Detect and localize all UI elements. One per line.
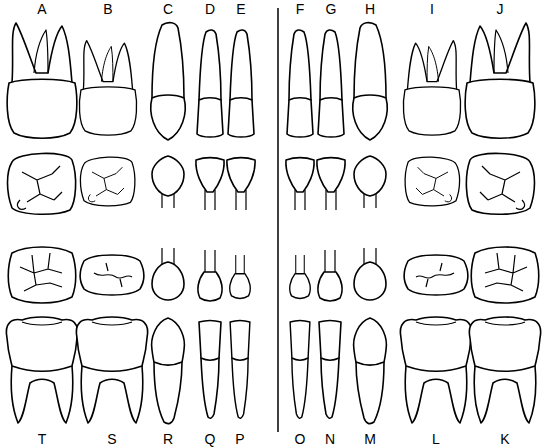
occlusal-h <box>354 156 386 208</box>
tooth-letter: A <box>37 2 46 16</box>
occlusal-b <box>80 157 134 206</box>
occlusal-a <box>8 153 76 214</box>
tooth-letter: M <box>364 432 376 446</box>
occlusal-f <box>286 158 314 210</box>
occlusal-k <box>471 247 539 303</box>
tooth-q <box>199 321 221 419</box>
occlusal-t <box>8 247 76 303</box>
tooth-letter: Q <box>205 432 216 446</box>
occlusal-o <box>290 255 311 298</box>
tooth-letter: F <box>296 2 305 16</box>
tooth-letter: T <box>38 432 47 446</box>
occlusal-c <box>152 156 184 208</box>
tooth-i <box>403 41 460 136</box>
tooth-letter: O <box>295 432 306 446</box>
occlusal-r <box>152 248 184 300</box>
tooth-letter: D <box>205 2 215 16</box>
occlusal-e <box>227 158 255 210</box>
occlusal-l <box>404 255 468 295</box>
tooth-letter: I <box>430 2 434 16</box>
tooth-h <box>353 23 387 140</box>
occlusal-n <box>318 250 342 301</box>
tooth-letter: R <box>163 432 173 446</box>
occlusal-p <box>230 255 251 298</box>
tooth-letter: P <box>235 432 244 446</box>
tooth-n <box>319 321 341 419</box>
tooth-b <box>79 41 136 136</box>
tooth-letter: L <box>432 432 440 446</box>
occlusal-s <box>80 255 144 295</box>
occlusal-m <box>354 248 386 300</box>
tooth-e <box>228 30 254 137</box>
occlusal-d <box>196 158 224 210</box>
tooth-j <box>465 23 535 138</box>
tooth-r <box>152 318 185 424</box>
tooth-o <box>290 321 310 419</box>
tooth-letter: G <box>326 2 337 16</box>
tooth-letter: B <box>103 2 112 16</box>
tooth-letter: E <box>236 2 245 16</box>
tooth-letter: C <box>163 2 173 16</box>
tooth-k <box>469 317 540 423</box>
occlusal-g <box>317 158 345 210</box>
tooth-c <box>151 23 185 140</box>
tooth-letter: S <box>107 432 116 446</box>
tooth-p <box>230 321 250 419</box>
tooth-letter: H <box>365 2 375 16</box>
tooth-t <box>6 317 77 423</box>
tooth-f <box>287 30 313 137</box>
midline <box>277 8 279 432</box>
tooth-s <box>76 317 147 423</box>
occlusal-q <box>198 250 222 301</box>
tooth-g <box>318 30 344 137</box>
tooth-letter: N <box>325 432 335 446</box>
occlusal-j <box>466 153 534 214</box>
tooth-d <box>197 30 223 137</box>
tooth-letter: K <box>500 432 509 446</box>
tooth-l <box>400 317 471 423</box>
tooth-m <box>354 318 387 424</box>
tooth-a <box>7 23 77 138</box>
occlusal-i <box>405 157 459 206</box>
tooth-letter: J <box>497 2 504 16</box>
